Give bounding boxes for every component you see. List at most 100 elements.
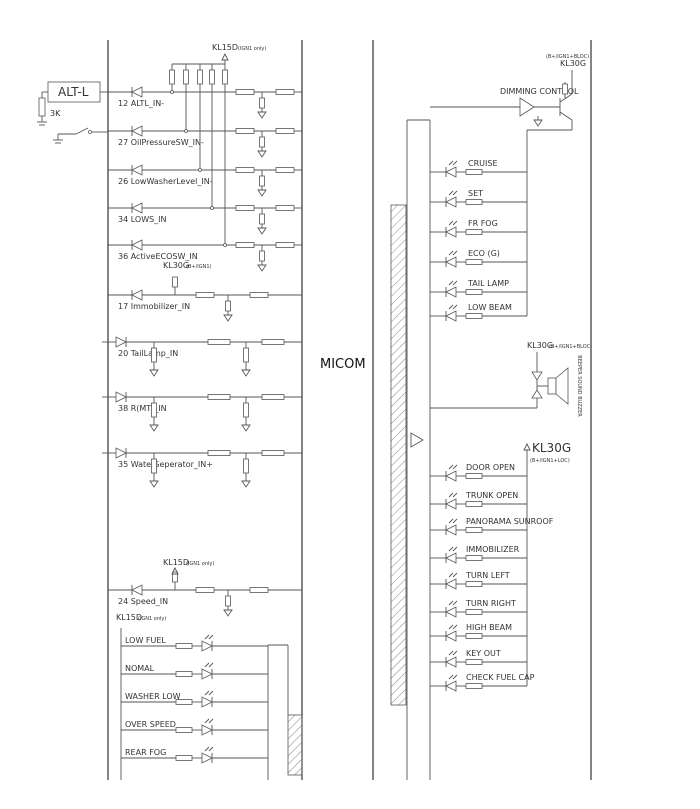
led-icon [445, 464, 458, 482]
led-arrow [448, 304, 454, 310]
resistor [151, 458, 157, 474]
indicator-label: TRUNK OPEN [465, 491, 518, 500]
resistor [465, 581, 483, 587]
indicator-label: TURN LEFT [465, 571, 510, 580]
led-arrow [452, 160, 458, 166]
resistor [465, 229, 483, 235]
resistor [222, 69, 228, 85]
resistor [195, 587, 215, 593]
diode-icon [445, 196, 457, 208]
resistor [261, 450, 285, 456]
input-label: 24 Speed_IN [118, 597, 168, 606]
resistor [465, 609, 483, 615]
indicator-row: DOOR OPEN [430, 463, 527, 482]
resistor [243, 347, 249, 363]
diode-icon [131, 164, 143, 176]
resistor [465, 633, 483, 639]
resistor [275, 205, 295, 211]
led-arrow [448, 464, 454, 470]
input-row: 17 Immobilizer_IN [108, 276, 302, 322]
diode-icon [445, 524, 457, 536]
ground-icon [533, 119, 543, 127]
kl15d-bottom-note: (IGN1 only) [138, 616, 166, 622]
kl15d-top-label: KL15D [212, 43, 238, 52]
diode-icon [115, 447, 127, 459]
resistor [259, 213, 265, 225]
frame-lines [107, 40, 592, 780]
kl30g-top-label: KL30G [560, 59, 586, 68]
resistor [259, 136, 265, 148]
resistor [465, 501, 483, 507]
input-label: 36 ActiveECOSW_IN [118, 252, 198, 261]
resistor [195, 292, 215, 298]
alt-l-block: ALT-L 3K [37, 81, 108, 144]
junction [170, 90, 174, 94]
led-icon [201, 718, 214, 736]
resistor [465, 527, 483, 533]
ground-icon [149, 369, 159, 377]
led-icon [445, 160, 458, 178]
indicator-label: KEY OUT [466, 649, 501, 658]
resistor [465, 659, 483, 665]
resistor [465, 473, 483, 479]
indicator-row: TRUNK OPEN [430, 491, 527, 510]
resistor [259, 175, 265, 187]
diode-icon [115, 391, 127, 403]
led-icon [201, 746, 214, 764]
ground-icon [149, 424, 159, 432]
indicator-label: TURN RIGHT [465, 599, 516, 608]
resistor [261, 394, 285, 400]
resistor [169, 69, 175, 85]
led-arrow [208, 718, 214, 724]
indicator-label: HIGH BEAM [466, 623, 512, 632]
led-arrow [452, 600, 458, 606]
led-arrow [448, 624, 454, 630]
indicator-row: OVER SPEED [121, 718, 268, 736]
indicator-row: ECO (G) [430, 249, 527, 268]
indicator-row: IMMOBILIZER [430, 545, 527, 564]
led-arrow [452, 492, 458, 498]
dimming-amp-icon [519, 97, 535, 117]
resistor [261, 339, 285, 345]
diode-icon [131, 202, 143, 214]
input-label: 34 LOWS_IN [118, 215, 167, 224]
resistor [235, 167, 255, 173]
supply-arrow-icon [171, 566, 179, 575]
led-icon [445, 624, 458, 642]
diode-icon [445, 552, 457, 564]
input-row: 20 TailLamp_IN [102, 336, 302, 377]
led-arrow [448, 160, 454, 166]
led-arrow [448, 546, 454, 552]
indicator-row: KEY OUT [430, 649, 527, 668]
kl30g-buzzer-note: (B+/IGN1+BLOC) [549, 344, 592, 350]
led-arrow [452, 304, 458, 310]
resistor [175, 643, 193, 649]
led-arrow [452, 674, 458, 680]
diode-icon [445, 310, 457, 322]
supply-arrow-icon [523, 442, 531, 451]
resistor [465, 259, 483, 265]
connector-strip-left [287, 714, 303, 776]
resistor [275, 242, 295, 248]
resistor [175, 699, 193, 705]
input-row: 36 ActiveECOSW_IN [108, 92, 302, 272]
input-row: 24 Speed_IN [108, 571, 302, 617]
led-icon [445, 304, 458, 322]
led-arrow [204, 718, 210, 724]
diode-icon [201, 640, 213, 652]
input-row: 34 LOWS_IN [108, 92, 302, 235]
resistor [225, 300, 231, 312]
resistor [465, 289, 483, 295]
resistor [275, 167, 295, 173]
resistor [249, 587, 269, 593]
indicator-row: CHECK FUEL CAP [430, 673, 535, 692]
led-arrow [448, 190, 454, 196]
led-icon [201, 634, 214, 652]
kl30g-immob-label: KL30G [163, 261, 189, 270]
resistor [183, 69, 189, 85]
resistor [172, 571, 178, 583]
led-icon [445, 600, 458, 618]
led-arrow [448, 650, 454, 656]
resistor [172, 276, 178, 288]
